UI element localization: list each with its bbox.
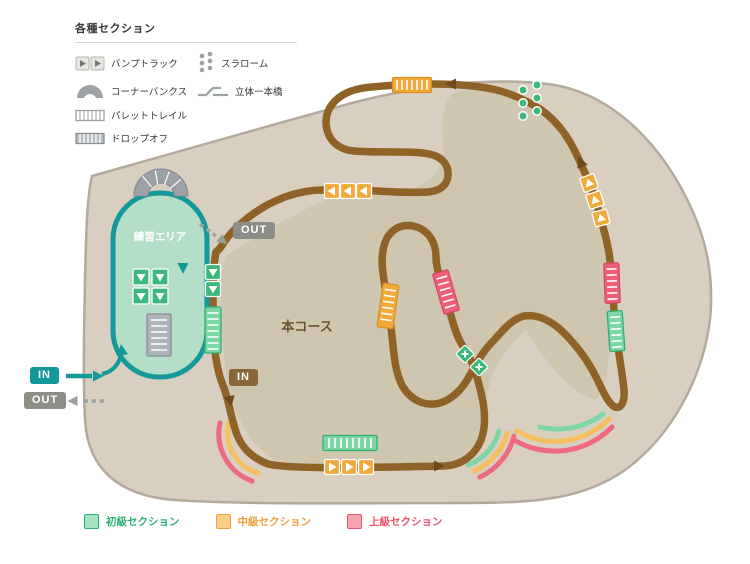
bump-track-marker-practice bbox=[132, 268, 169, 305]
slalom-marker bbox=[518, 80, 542, 121]
legend-item-label: コーナーバンクス bbox=[111, 87, 188, 98]
bump-track-marker-intermediate bbox=[323, 182, 373, 200]
direction-arrow bbox=[445, 78, 456, 90]
legend-item-corner-banks: コーナーバンクス bbox=[75, 83, 197, 99]
slalom-icon bbox=[199, 52, 213, 73]
pallet-trail-marker-beginner bbox=[606, 309, 626, 353]
exit-arrow-head bbox=[67, 396, 78, 406]
drop-off-icon bbox=[75, 132, 105, 144]
corner-bank-arc-advanced bbox=[511, 424, 615, 454]
legend-item-label: スラローム bbox=[221, 59, 269, 70]
legend-item-label: 立体一本橋 bbox=[235, 87, 283, 98]
intermediate-swatch bbox=[215, 514, 231, 529]
bump-track-marker-intermediate bbox=[579, 173, 611, 228]
corner-banks-icon bbox=[77, 85, 103, 98]
beginner-swatch bbox=[84, 514, 99, 529]
corner-bank-arc-intermediate bbox=[514, 416, 612, 444]
elevated-bridge-icon bbox=[198, 86, 228, 97]
corner-bank-arc-beginner bbox=[537, 411, 606, 432]
legend-item-slalom: スラローム bbox=[197, 52, 297, 74]
legend-item-label: ドロップオフ bbox=[111, 134, 169, 145]
difficulty-legend-beginner: 初級セクション bbox=[84, 514, 180, 529]
legend-title: 各種セクション bbox=[75, 23, 156, 35]
difficulty-legend: 初級セクション 中級セクション 上級セクション bbox=[84, 514, 443, 529]
corner-bank-practice bbox=[133, 168, 189, 197]
advanced-swatch bbox=[347, 514, 362, 529]
practice-flow-path bbox=[101, 355, 123, 376]
legend-item-drop-off: ドロップオフ bbox=[75, 131, 197, 145]
pallet-trail-marker-intermediate bbox=[391, 76, 433, 94]
main-course-track bbox=[209, 80, 628, 472]
bump-track-marker-intermediate bbox=[323, 458, 375, 476]
pallet-trail-marker-beginner bbox=[204, 306, 222, 354]
bump-track-marker-beginner bbox=[204, 263, 222, 298]
legend-item-label: パレットトレイル bbox=[111, 111, 188, 122]
practice-area-label: 練習エリア bbox=[134, 230, 187, 243]
difficulty-label: 初級セクション bbox=[106, 516, 180, 528]
corner-bank-arc-intermediate bbox=[471, 430, 510, 474]
practice-flow-arrow-down bbox=[177, 263, 189, 274]
difficulty-label: 上級セクション bbox=[369, 516, 443, 528]
entrance-arrow-head bbox=[93, 370, 104, 382]
corner-banks-bottom-right bbox=[511, 411, 615, 454]
pallet-trail-marker-beginner bbox=[322, 434, 378, 452]
practice-flow-arrow-up bbox=[117, 344, 129, 356]
course-entry-arrow-head bbox=[216, 233, 228, 245]
course-direction-arrows bbox=[223, 78, 588, 472]
drop-off-marker-advanced bbox=[432, 269, 460, 315]
terrain-inner bbox=[219, 89, 610, 466]
section-type-legend: 各種セクション バンプトラック スラローム コーナーバンクス bbox=[75, 20, 297, 145]
legend-item-label: バンプトラック bbox=[111, 59, 178, 70]
direction-arrow bbox=[577, 156, 588, 169]
practice-area: 練習エリア bbox=[101, 168, 210, 380]
drop-off-marker-advanced bbox=[603, 262, 621, 304]
difficulty-legend-intermediate: 中級セクション bbox=[215, 514, 312, 529]
facility-out-badge: OUT bbox=[24, 392, 67, 409]
direction-arrow bbox=[223, 394, 235, 407]
corner-bank-arc-advanced bbox=[216, 420, 255, 484]
course-out-badge: OUT bbox=[233, 222, 276, 239]
drop-off-marker-practice bbox=[146, 313, 172, 357]
corner-banks-bottom-left bbox=[216, 419, 261, 484]
pallet-trail-marker-intermediate bbox=[376, 282, 400, 330]
legend-item-pallet-trail: パレットトレイル bbox=[75, 108, 197, 122]
difficulty-legend-advanced: 上級セクション bbox=[347, 514, 443, 529]
course-in-badge: IN bbox=[229, 369, 258, 386]
course-entry-arrow-line bbox=[198, 222, 218, 238]
corner-bank-arc-beginner bbox=[465, 428, 502, 468]
corner-bank-arc-intermediate bbox=[225, 419, 261, 476]
bump-track-icon bbox=[75, 56, 105, 70]
main-course-label: 本コース bbox=[281, 319, 332, 334]
legend-item-bump-track: バンプトラック bbox=[75, 52, 197, 74]
difficulty-label: 中級セクション bbox=[237, 516, 312, 528]
pallet-trail-icon bbox=[75, 109, 105, 121]
legend-item-elevated-bridge: 立体一本橋 bbox=[197, 83, 297, 99]
elevated-bridge-crossing-marker bbox=[455, 344, 489, 377]
facility-in-badge: IN bbox=[30, 367, 59, 384]
direction-arrow bbox=[434, 460, 445, 472]
legend-divider bbox=[75, 42, 297, 43]
